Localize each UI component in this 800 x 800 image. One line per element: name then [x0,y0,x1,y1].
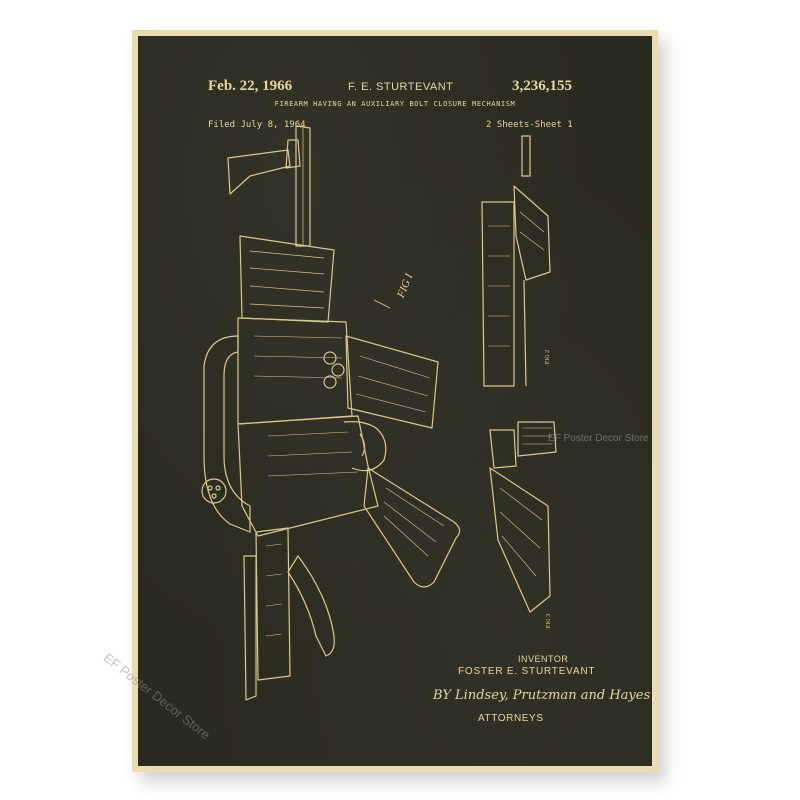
attorneys-label: ATTORNEYS [478,713,544,724]
watermark-center: EF Poster Decor Store [548,433,649,444]
attorney-signature: BY Lindsey, Prutzman and Hayes [433,688,651,703]
inventor-label: INVENTOR [518,654,569,664]
poster-frame: Feb. 22, 1966 F. E. STURTEVANT 3,236,155… [132,30,658,772]
fig3-section [489,429,517,469]
carry-handle [227,149,291,195]
patent-title: FIREARM HAVING AN AUXILIARY BOLT CLOSURE… [274,100,516,108]
handguard [239,235,335,323]
inventor-name: FOSTER E. STURTEVANT [458,666,596,677]
fig2-section [481,201,515,387]
fig-3-label: FIG 3 [546,613,553,629]
pistol-grip [363,467,461,588]
patent-date: Feb. 22, 1966 [208,78,293,94]
rifle-patent-drawing [201,125,557,701]
sheet-number: 2 Sheets-Sheet 1 [486,120,573,130]
sling-loop [287,555,335,657]
upper-receiver [237,317,353,425]
magazine [345,335,439,429]
lower-receiver [237,415,379,537]
inventor-header: F. E. STURTEVANT [348,81,454,93]
patent-number: 3,236,155 [512,78,572,94]
trigger-guard [343,421,387,472]
patent-poster: Feb. 22, 1966 F. E. STURTEVANT 3,236,155… [138,36,652,766]
fig-2-label: FIG 2 [545,349,552,365]
stock-loop [203,335,251,533]
buffer-tube [255,527,291,681]
filed-date: Filed July 8, 1964 [208,120,306,130]
